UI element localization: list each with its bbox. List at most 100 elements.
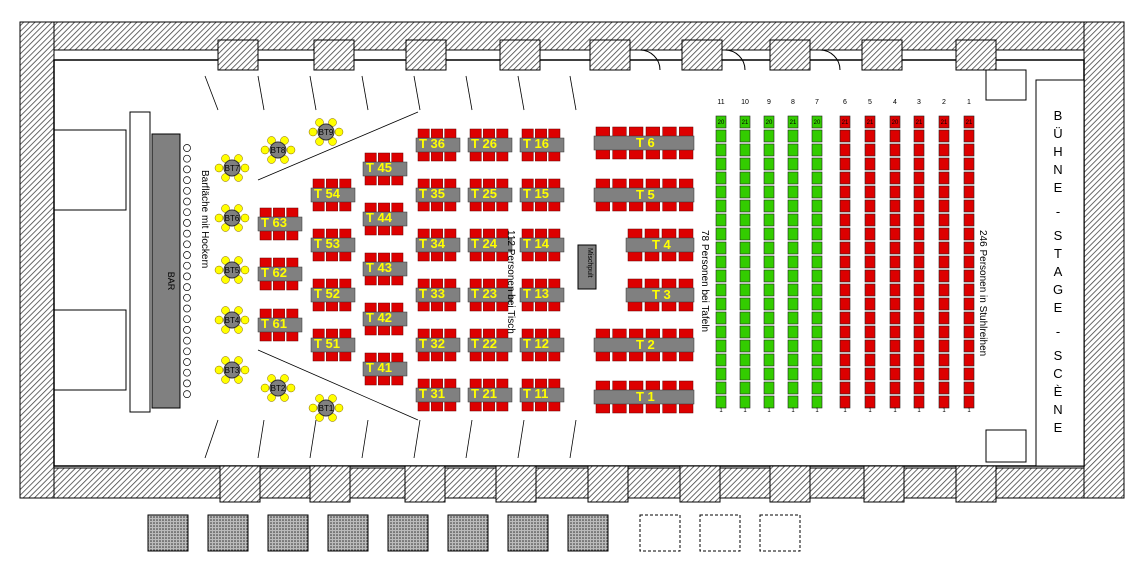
bar-table-bt9[interactable]: BT9 — [308, 118, 344, 146]
seat — [913, 129, 925, 143]
tafel-t2[interactable]: T 2 — [593, 328, 695, 362]
stool — [286, 383, 296, 393]
table-t15[interactable]: T 15 — [519, 178, 565, 212]
bar-table-top — [223, 261, 241, 279]
chair — [378, 374, 390, 386]
tables-capacity-label: 78 Personen bei Tafeln — [699, 230, 710, 332]
chair — [444, 150, 457, 162]
tafel-t1[interactable]: T 1 — [593, 380, 695, 414]
table-t35[interactable]: T 35 — [415, 178, 461, 212]
table-label: T 5 — [636, 187, 655, 202]
table-t42[interactable]: T 42 — [362, 302, 408, 336]
chair — [629, 402, 644, 414]
bar-table-top — [269, 379, 287, 397]
table-t26[interactable]: T 26 — [467, 128, 513, 162]
table-t33[interactable]: T 33 — [415, 278, 461, 312]
table-t36[interactable]: T 36 — [415, 128, 461, 162]
table-t22[interactable]: T 22 — [467, 328, 513, 362]
seat — [739, 171, 751, 185]
table-t41[interactable]: T 41 — [362, 352, 408, 386]
seat — [889, 325, 901, 339]
chair — [629, 200, 644, 212]
seat-rows: 1120110211920182117201621152114201321122… — [715, 99, 975, 414]
stool — [221, 204, 230, 213]
table-t24[interactable]: T 24 — [467, 228, 513, 262]
bar-table-bt4[interactable]: BT4 — [214, 306, 250, 334]
seat — [889, 227, 901, 241]
chair — [535, 200, 547, 212]
table-t31[interactable]: T 31 — [415, 378, 461, 412]
bar-table-bt2[interactable]: BT2 — [260, 374, 296, 402]
seat — [889, 199, 901, 213]
seat — [913, 339, 925, 353]
table-t25[interactable]: T 25 — [467, 178, 513, 212]
table-t43[interactable]: T 43 — [362, 252, 408, 286]
seat — [889, 171, 901, 185]
row-number: 2 — [942, 99, 946, 106]
seat — [963, 241, 975, 255]
seat — [938, 241, 950, 255]
table-t14[interactable]: T 14 — [519, 228, 565, 262]
seat — [763, 283, 775, 297]
seat — [715, 325, 727, 339]
row-number: 7 — [815, 99, 819, 106]
seat — [913, 241, 925, 255]
seat — [763, 311, 775, 325]
bar-table-bt5[interactable]: BT5 — [214, 256, 250, 284]
tafel-t5[interactable]: T 5 — [593, 178, 695, 212]
bar-stool — [183, 240, 191, 249]
seat — [864, 325, 876, 339]
bar-table-bt3[interactable]: BT3 — [214, 356, 250, 384]
table-t62[interactable]: T 62 — [257, 257, 303, 291]
bar-table-bt1[interactable]: BT1 — [308, 394, 344, 422]
table-t53[interactable]: T 53 — [310, 228, 356, 262]
table-t16[interactable]: T 16 — [519, 128, 565, 162]
chair — [548, 350, 561, 362]
tafel-t4[interactable]: T 4 — [625, 228, 695, 262]
table-t21[interactable]: T 21 — [467, 378, 513, 412]
table-t54[interactable]: T 54 — [310, 178, 356, 212]
chair — [548, 250, 561, 262]
bar-table-bt8[interactable]: BT8 — [260, 136, 296, 164]
table-t45[interactable]: T 45 — [362, 152, 408, 186]
table-t12[interactable]: T 12 — [519, 328, 565, 362]
row-number: 11 — [717, 99, 724, 106]
bar-table-bt7[interactable]: BT7 — [214, 154, 250, 182]
seat — [811, 283, 823, 297]
table-t61[interactable]: T 61 — [257, 308, 303, 342]
bar-table-bt6[interactable]: BT6 — [214, 204, 250, 232]
table-label: T 51 — [314, 336, 340, 351]
table-t44[interactable]: T 44 — [362, 202, 408, 236]
table-t34[interactable]: T 34 — [415, 228, 461, 262]
table-t23[interactable]: T 23 — [467, 278, 513, 312]
table-t63[interactable]: T 63 — [257, 207, 303, 241]
row-number: 8 — [791, 99, 795, 106]
seat — [839, 395, 851, 409]
table-t32[interactable]: T 32 — [415, 328, 461, 362]
chair — [595, 380, 610, 392]
tafel-t6[interactable]: T 6 — [593, 126, 695, 160]
seat — [889, 367, 901, 381]
row-number: 10 — [741, 99, 749, 106]
stool — [221, 173, 230, 182]
table-t11[interactable]: T 11 — [519, 378, 565, 412]
seat — [739, 269, 751, 283]
seat — [913, 269, 925, 283]
tafel-t3[interactable]: T 3 — [625, 278, 695, 312]
table-t51[interactable]: T 51 — [310, 328, 356, 362]
table-t13[interactable]: T 13 — [519, 278, 565, 312]
chair — [496, 128, 509, 140]
table-t52[interactable]: T 52 — [310, 278, 356, 312]
chair — [273, 279, 285, 291]
